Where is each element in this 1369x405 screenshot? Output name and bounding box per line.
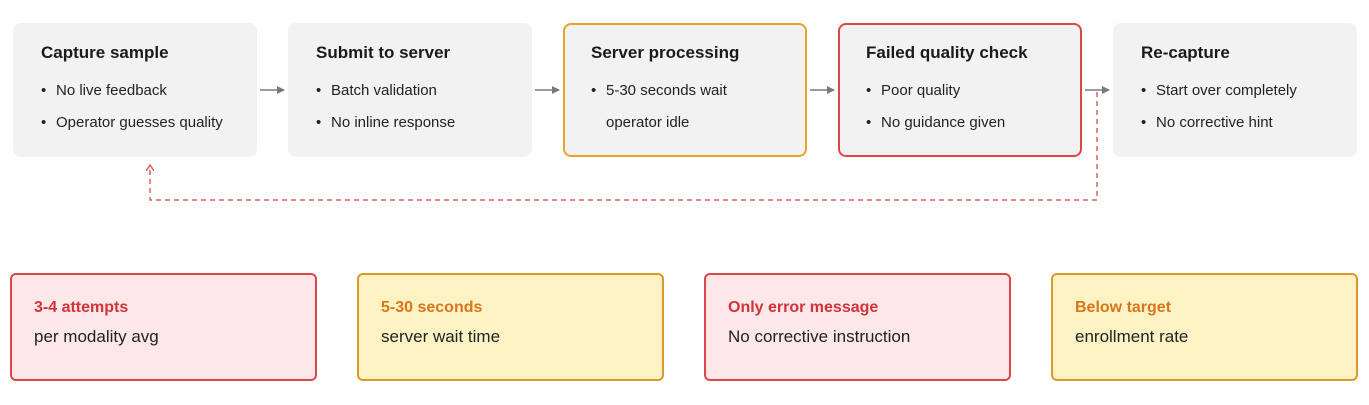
step-failed-quality-check: Failed quality check Poor quality No gui…: [838, 23, 1082, 157]
metric-description: enrollment rate: [1075, 327, 1189, 346]
bullet-item: Batch validation: [316, 75, 530, 107]
bullet-item: No corrective hint: [1141, 107, 1355, 139]
step-title: Server processing: [591, 43, 740, 62]
step-capture-sample: Capture sample No live feedback Operator…: [13, 23, 257, 157]
step-bullets: Start over completely No corrective hint: [1141, 75, 1355, 139]
step-title: Capture sample: [41, 43, 169, 62]
metric-description: per modality avg: [34, 327, 159, 346]
metric-attempts: 3-4 attempts per modality avg: [10, 273, 317, 381]
metric-enrollment-rate: Below target enrollment rate: [1051, 273, 1358, 381]
bullet-item: No inline response: [316, 107, 530, 139]
bullet-item: Start over completely: [1141, 75, 1355, 107]
bullet-item: No live feedback: [41, 75, 255, 107]
metric-wait-time: 5-30 seconds server wait time: [357, 273, 664, 381]
step-bullets: No live feedback Operator guesses qualit…: [41, 75, 255, 139]
bullet-item: Operator guesses quality: [41, 107, 255, 139]
bullet-item: No guidance given: [866, 107, 1080, 139]
step-server-processing: Server processing 5-30 seconds wait oper…: [563, 23, 807, 157]
metric-error-message: Only error message No corrective instruc…: [704, 273, 1011, 381]
metric-description: server wait time: [381, 327, 501, 346]
metric-heading: 3-4 attempts: [34, 299, 129, 316]
bullet-item: 5-30 seconds wait: [591, 75, 805, 107]
step-title: Re-capture: [1141, 43, 1230, 62]
metric-heading: Only error message: [728, 299, 879, 316]
metric-heading: Below target: [1075, 299, 1172, 316]
bullet-continuation: operator idle: [606, 114, 690, 131]
step-bullets: 5-30 seconds wait operator idle: [591, 75, 805, 139]
bullet-item: Poor quality: [866, 75, 1080, 107]
step-title: Submit to server: [316, 43, 451, 62]
step-bullets: Poor quality No guidance given: [866, 75, 1080, 139]
step-bullets: Batch validation No inline response: [316, 75, 530, 139]
metric-description: No corrective instruction: [728, 327, 911, 346]
step-re-capture: Re-capture Start over completely No corr…: [1113, 23, 1357, 157]
step-title: Failed quality check: [866, 43, 1028, 62]
step-submit-to-server: Submit to server Batch validation No inl…: [288, 23, 532, 157]
metric-heading: 5-30 seconds: [381, 299, 483, 316]
